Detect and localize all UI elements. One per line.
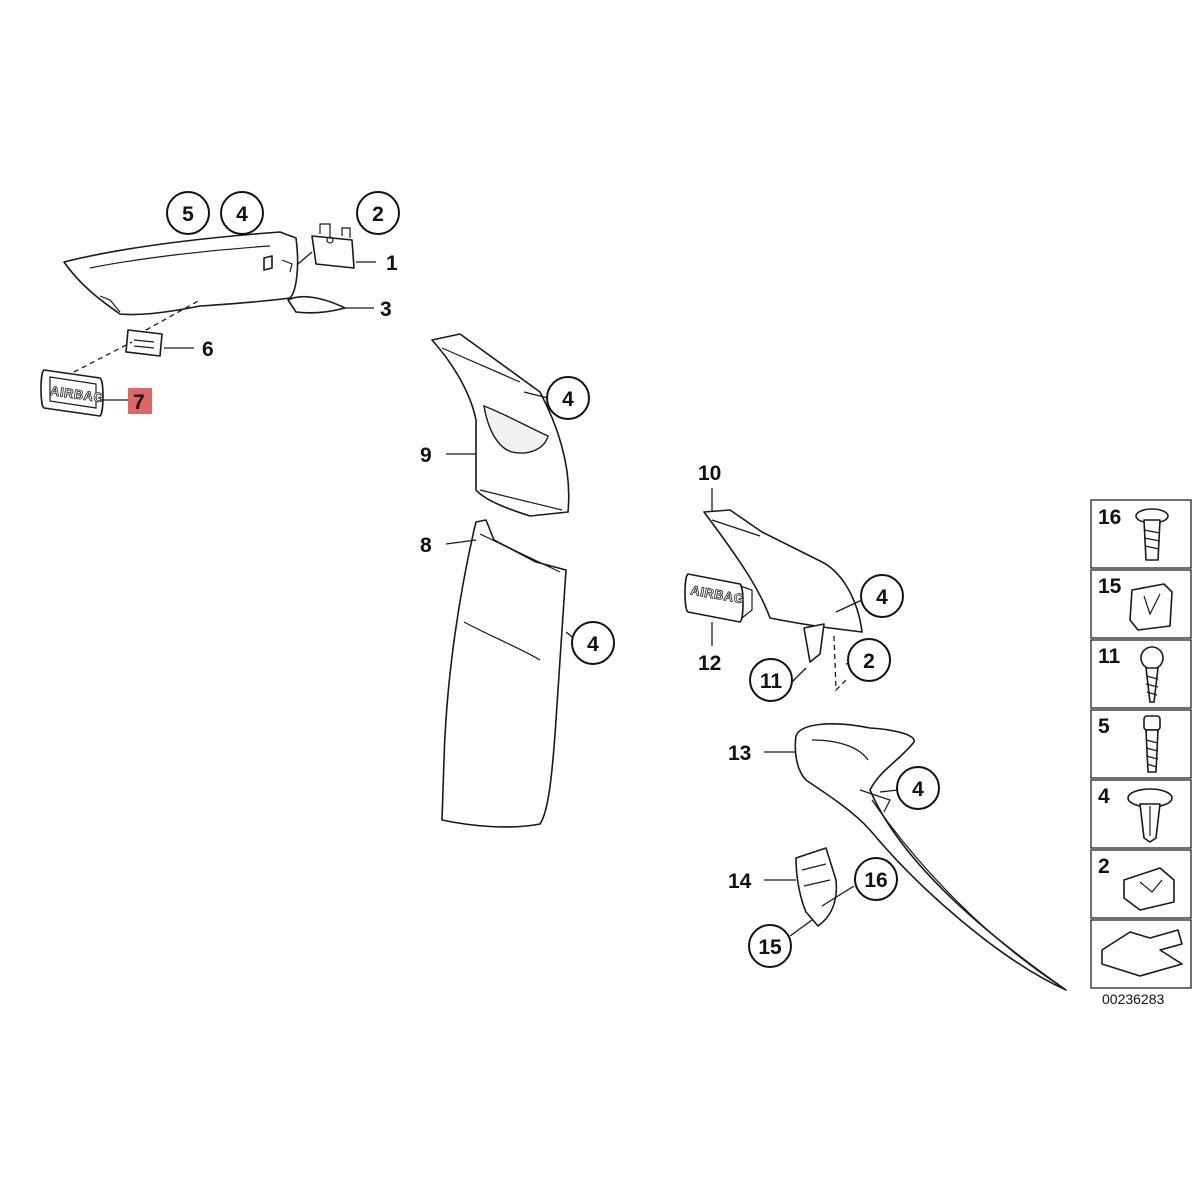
strip-part-3 bbox=[287, 295, 346, 314]
legend-item-15: 15 bbox=[1090, 569, 1192, 639]
b-pillar-lower-trim-part-8 bbox=[441, 519, 567, 828]
legend-arrow-box bbox=[1090, 919, 1192, 989]
svg-text:15: 15 bbox=[1098, 575, 1122, 598]
svg-text:16: 16 bbox=[864, 869, 887, 892]
self-tapping-screw-icon bbox=[1140, 646, 1164, 670]
callout-15: 15 bbox=[748, 924, 792, 968]
callout-4-b-pillar-lower: 4 bbox=[571, 621, 615, 665]
svg-text:5: 5 bbox=[182, 203, 194, 226]
label-part-13: 13 bbox=[728, 742, 751, 765]
label-part-8: 8 bbox=[420, 534, 432, 557]
label-part-3: 3 bbox=[380, 298, 392, 321]
bracket-part-14 bbox=[795, 847, 838, 927]
b-pillar-upper-trim-part-9 bbox=[431, 333, 570, 517]
callout-5: 5 bbox=[166, 191, 210, 235]
legend-item-4: 4 bbox=[1090, 779, 1192, 849]
svg-text:2: 2 bbox=[1098, 855, 1110, 878]
arrow-icon bbox=[1101, 929, 1183, 977]
c-pillar-trim-panel bbox=[63, 231, 299, 316]
callout-4-d-pillar: 4 bbox=[896, 766, 940, 810]
clip-part-11 bbox=[803, 623, 825, 663]
svg-text:2: 2 bbox=[372, 203, 384, 226]
svg-text:16: 16 bbox=[1098, 506, 1121, 529]
legend-item-16: 16 bbox=[1090, 499, 1192, 569]
legend-item-5: 5 bbox=[1090, 709, 1192, 779]
diagram-id: 00236283 bbox=[1102, 991, 1165, 1007]
callout-4-c-pillar: 4 bbox=[860, 574, 904, 618]
svg-text:4: 4 bbox=[876, 586, 888, 609]
label-part-7: 7 bbox=[133, 391, 145, 414]
label-part-10: 10 bbox=[698, 462, 721, 485]
airbag-badge-part-7: AIRBAG bbox=[40, 369, 105, 417]
svg-text:4: 4 bbox=[1098, 785, 1110, 808]
c-pillar-trim-part-10 bbox=[703, 509, 863, 633]
callout-11: 11 bbox=[749, 658, 793, 702]
legend-item-11: 11 bbox=[1090, 639, 1192, 709]
label-part-9: 9 bbox=[420, 444, 432, 467]
svg-text:5: 5 bbox=[1098, 715, 1110, 738]
pillar-trim-part-13 bbox=[794, 723, 1067, 991]
svg-text:4: 4 bbox=[587, 633, 599, 656]
svg-text:4: 4 bbox=[912, 778, 924, 801]
svg-text:4: 4 bbox=[562, 388, 574, 411]
svg-text:15: 15 bbox=[758, 936, 782, 959]
label-part-1: 1 bbox=[386, 252, 398, 275]
label-part-14: 14 bbox=[728, 870, 752, 893]
callout-4-top: 4 bbox=[220, 191, 264, 235]
label-part-6: 6 bbox=[202, 338, 214, 361]
clip-part-1 bbox=[311, 223, 355, 269]
callout-2-top: 2 bbox=[356, 191, 400, 235]
clip-nut-icon bbox=[1129, 583, 1173, 631]
legend-item-2: 2 bbox=[1090, 849, 1192, 919]
label-part-12: 12 bbox=[698, 652, 721, 675]
fastener-legend: 16 15 11 5 4 bbox=[1090, 499, 1192, 1007]
callout-4-b-pillar-upper: 4 bbox=[546, 376, 590, 420]
airbag-badge-part-12: AIRBAG bbox=[684, 573, 753, 623]
bolt-icon bbox=[1143, 715, 1161, 731]
callout-16: 16 bbox=[854, 857, 898, 901]
callout-2-c-pillar: 2 bbox=[847, 638, 891, 682]
svg-text:2: 2 bbox=[863, 650, 875, 673]
bracket-part-6 bbox=[125, 329, 163, 357]
svg-text:4: 4 bbox=[236, 203, 248, 226]
svg-text:11: 11 bbox=[760, 670, 783, 693]
highlight-part-7 bbox=[128, 388, 152, 414]
svg-text:11: 11 bbox=[1098, 645, 1121, 668]
